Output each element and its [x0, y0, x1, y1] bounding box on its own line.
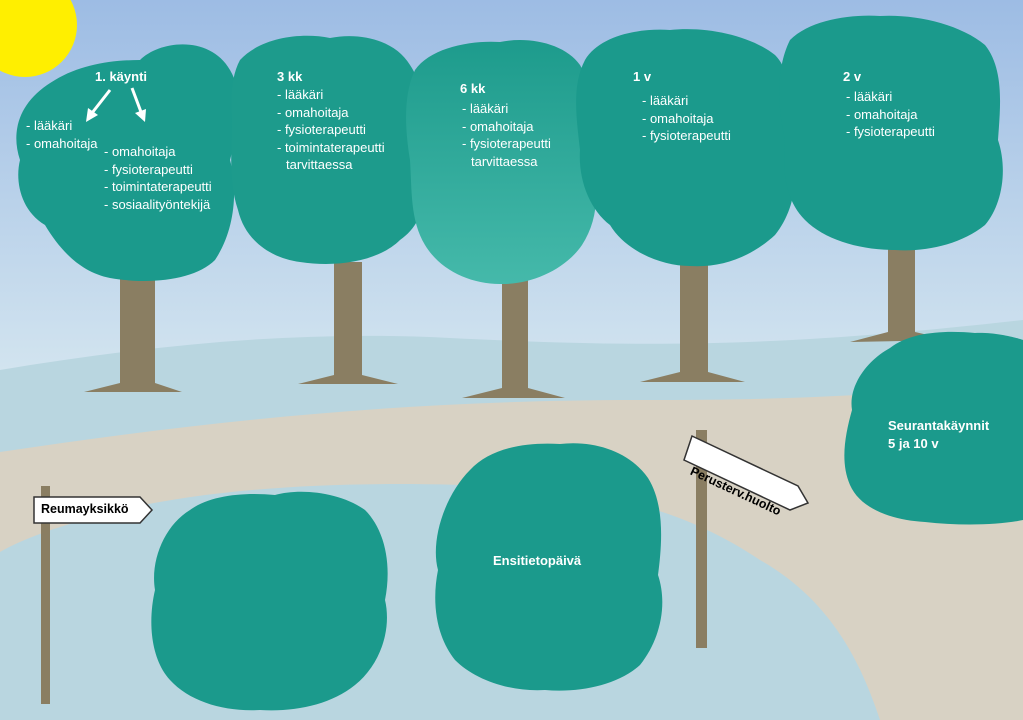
canopy-5 — [779, 15, 1003, 251]
arrow-down-icon — [86, 89, 112, 122]
bush-middle — [435, 443, 663, 691]
seuranta-line2: 5 ja 10 v — [888, 435, 939, 451]
list-item: - fysioterapeutti — [104, 161, 193, 177]
list-item: - lääkäri — [26, 118, 73, 133]
seuranta-label: Seurantakäynnit 5 ja 10 v — [888, 417, 989, 452]
canopy-4 — [576, 29, 795, 267]
signpost-icon — [683, 430, 810, 648]
tree4-title: 1 v — [633, 69, 652, 84]
list-item: - omahoitaja — [277, 104, 349, 120]
sign-reumayksikko: Reumayksikkö — [41, 502, 129, 516]
list-item: tarvittaessa — [286, 157, 353, 172]
list-item: - omahoitaja — [104, 144, 176, 159]
list-item: - fysioterapeutti — [277, 122, 366, 137]
tree1-title: 1. käynti — [95, 69, 148, 84]
canopy-3 — [406, 40, 597, 285]
tree1-right-list: - omahoitaja - fysioterapeutti - toimint… — [104, 143, 212, 213]
signpost-icon — [33, 486, 154, 704]
seuranta-line1: Seurantakäynnit — [888, 418, 990, 433]
list-item: - lääkäri — [462, 101, 509, 116]
list-item: - omahoitaja — [26, 135, 98, 151]
tree5-list: - lääkäri - omahoitaja - fysioterapeutti — [846, 88, 935, 141]
sun-icon — [0, 0, 77, 77]
tree5-title: 2 v — [843, 69, 862, 84]
bush-right — [844, 331, 1023, 525]
list-item: - lääkäri — [642, 93, 689, 108]
tree2-list: - lääkäri - omahoitaja - fysioterapeutti… — [277, 86, 385, 174]
tree1-left-list: - lääkäri - omahoitaja — [26, 117, 98, 152]
bush-left — [151, 491, 388, 711]
list-item: - fysioterapeutti — [846, 124, 935, 139]
list-item: - sosiaalityöntekijä — [104, 196, 211, 212]
list-item: - toimintaterapeutti — [277, 139, 385, 155]
canopy-1 — [16, 44, 239, 281]
tree4-list: - lääkäri - omahoitaja - fysioterapeutti — [642, 92, 731, 145]
list-item: - fysioterapeutti — [462, 136, 551, 151]
road — [0, 380, 1023, 720]
list-item: - lääkäri — [277, 87, 324, 102]
ensitieto-label: Ensitietopäivä — [493, 553, 582, 568]
arrow-down-icon — [130, 87, 146, 122]
tree3-title: 6 kk — [460, 81, 486, 96]
list-item: - fysioterapeutti — [642, 128, 731, 143]
list-item: - lääkäri — [846, 89, 893, 104]
list-item: - omahoitaja — [642, 110, 714, 126]
list-item: - toimintaterapeutti — [104, 179, 212, 194]
list-item: - omahoitaja — [846, 106, 918, 122]
canopy-2 — [231, 35, 425, 264]
list-item: - omahoitaja — [462, 118, 534, 134]
tree3-list: - lääkäri - omahoitaja - fysioterapeutti… — [462, 100, 551, 170]
list-item: tarvittaessa — [471, 153, 538, 169]
tree2-title: 3 kk — [277, 69, 303, 84]
trunks — [84, 242, 950, 398]
